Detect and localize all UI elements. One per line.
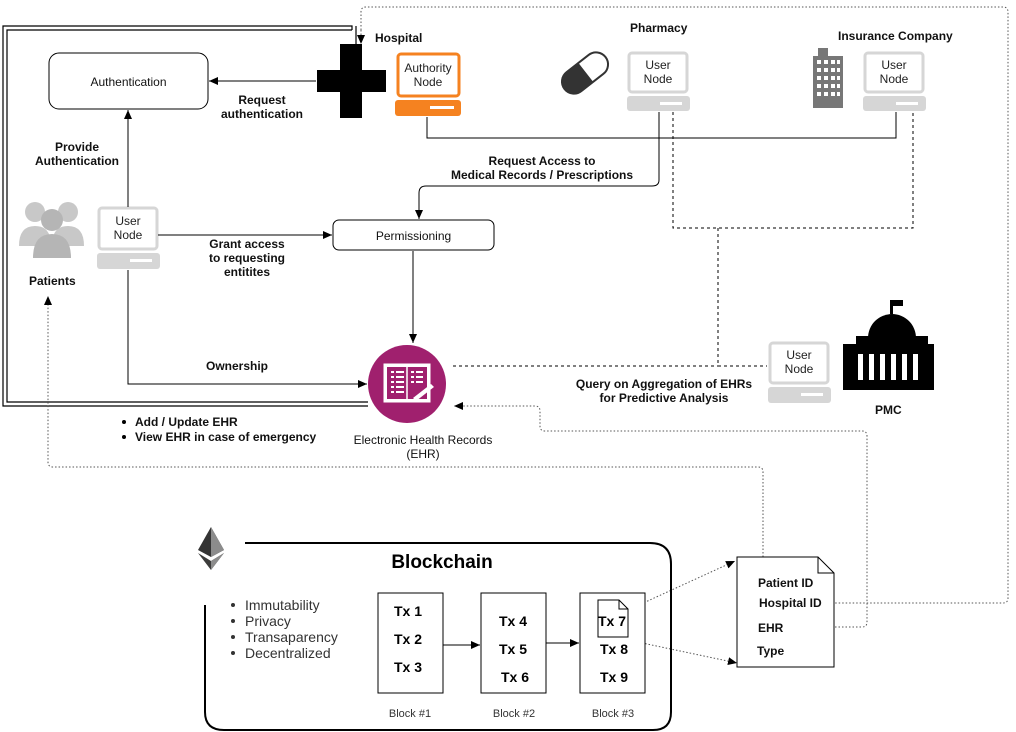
patient-action-1: Add / Update EHR <box>135 415 238 429</box>
patient-node-line1: User <box>115 214 140 228</box>
ehr-label-line2: (EHR) <box>406 447 439 461</box>
property-2: Privacy <box>245 613 291 629</box>
insurance-label: Insurance Company <box>838 29 953 43</box>
patient-action-2: View EHR in case of emergency <box>135 430 317 444</box>
ehr-record-document: Patient ID Hospital ID EHR Type <box>736 556 835 668</box>
grant-label-2: to requesting <box>209 251 285 265</box>
tx-1: Tx 1 <box>394 603 422 619</box>
ehr-database-icon <box>368 345 446 423</box>
block-2: Tx 4 Tx 5 Tx 6 Block #2 <box>480 592 547 720</box>
pharmacy-node-line2: Node <box>644 72 673 86</box>
block-3-label: Block #3 <box>592 708 634 720</box>
authentication-box: Authentication <box>48 52 209 110</box>
property-1: Immutability <box>245 597 320 613</box>
tx-9: Tx 9 <box>600 669 628 685</box>
government-building-icon <box>843 300 934 390</box>
solid-connectors <box>124 77 897 649</box>
pill-icon <box>560 51 610 95</box>
authority-node: Authority Node <box>395 52 461 116</box>
authority-node-line1: Authority <box>404 61 451 75</box>
property-4: Decentralized <box>245 645 331 661</box>
ehr-label-line1: Electronic Health Records <box>354 433 493 447</box>
record-field-hospital-id: Hospital ID <box>759 596 822 610</box>
insurance-node-line2: Node <box>880 72 909 86</box>
patients-label: Patients <box>29 274 76 288</box>
patient-user-node: User Node <box>97 206 160 269</box>
patient-node-line2: Node <box>114 228 143 242</box>
block-2-label: Block #2 <box>493 708 535 720</box>
tx-5: Tx 5 <box>499 641 527 657</box>
ethereum-logo-icon <box>198 527 224 570</box>
blockchain-container <box>204 542 672 731</box>
pmc-user-node: User Node <box>768 341 831 403</box>
pmc-label: PMC <box>875 403 902 417</box>
hospital-boundary-frame <box>2 25 368 407</box>
permissioning-label: Permissioning <box>376 229 451 243</box>
block-1-label: Block #1 <box>389 708 431 720</box>
blockchain-title: Blockchain <box>391 552 492 573</box>
record-field-ehr: EHR <box>758 621 784 635</box>
pmc-node-line1: User <box>786 348 811 362</box>
record-field-type: Type <box>757 644 784 658</box>
pharmacy-node-line1: User <box>645 58 670 72</box>
tx-2: Tx 2 <box>394 631 422 647</box>
request-access-label-1: Request Access to <box>489 154 596 168</box>
ownership-label: Ownership <box>206 359 268 373</box>
query-label-2: for Predictive Analysis <box>600 391 729 405</box>
pmc-node-line2: Node <box>785 362 814 376</box>
insurance-user-node: User Node <box>863 51 926 111</box>
request-auth-label-1: Request <box>238 93 285 107</box>
grant-label-1: Grant access <box>209 237 285 251</box>
block-3: Tx 7 Tx 8 Tx 9 Block #3 <box>579 592 646 720</box>
request-auth-label-2: authentication <box>221 107 303 121</box>
request-access-label-2: Medical Records / Prescriptions <box>451 168 633 182</box>
office-building-icon <box>813 48 843 108</box>
blockchain-properties-list: Immutability Privacy Transaparency Decen… <box>231 597 338 661</box>
pharmacy-user-node: User Node <box>627 51 690 111</box>
provide-auth-label-2: Authentication <box>35 154 119 168</box>
tx-7: Tx 7 <box>598 613 626 629</box>
pharmacy-label: Pharmacy <box>630 21 688 35</box>
authentication-label: Authentication <box>90 75 166 89</box>
record-field-patient-id: Patient ID <box>758 576 814 590</box>
tx-6: Tx 6 <box>501 669 529 685</box>
permissioning-box: Permissioning <box>332 219 495 251</box>
dashed-connectors <box>453 112 914 367</box>
patient-actions-list: Add / Update EHR View EHR in case of eme… <box>122 415 317 444</box>
insurance-node-line1: User <box>881 58 906 72</box>
provide-auth-label-1: Provide <box>55 140 99 154</box>
query-label-1: Query on Aggregation of EHRs <box>576 377 753 391</box>
hospital-cross-icon <box>317 44 386 118</box>
authority-node-line2: Node <box>414 75 443 89</box>
tx-3: Tx 3 <box>394 659 422 675</box>
block-1: Tx 1 Tx 2 Tx 3 Block #1 <box>377 592 444 720</box>
grant-label-3: entitites <box>224 265 270 279</box>
tx-4: Tx 4 <box>499 613 527 629</box>
tx-8: Tx 8 <box>600 641 628 657</box>
patients-group-icon <box>19 202 84 258</box>
hospital-label: Hospital <box>375 31 422 45</box>
property-3: Transaparency <box>245 629 338 645</box>
dotted-connectors <box>44 6 1009 666</box>
